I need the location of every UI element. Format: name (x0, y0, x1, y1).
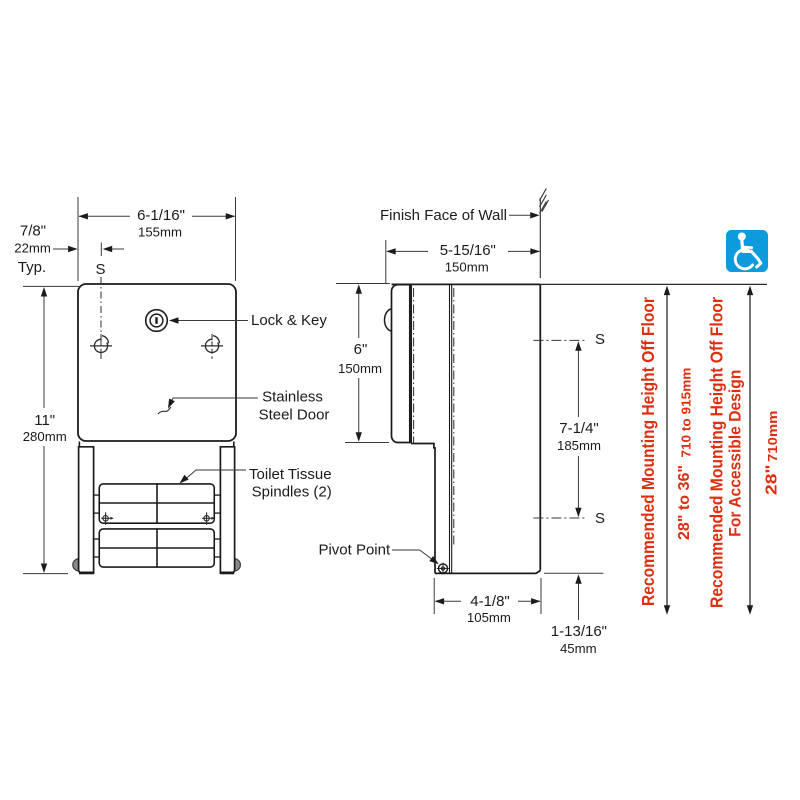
svg-text:28": 28" (764, 465, 781, 496)
svg-text:S: S (95, 261, 105, 278)
svg-text:Recommended Mounting Height Of: Recommended Mounting Height Off Floor (638, 297, 658, 606)
svg-text:Recommended Mounting Height Of: Recommended Mounting Height Off Floor (707, 297, 727, 608)
svg-text:4-1/8": 4-1/8" (470, 593, 510, 610)
svg-text:5-15/16": 5-15/16" (440, 242, 496, 259)
svg-text:For Accessible Design: For Accessible Design (725, 370, 744, 537)
svg-text:Typ.: Typ. (18, 259, 46, 276)
svg-text:Stainless: Stainless (262, 389, 323, 406)
svg-text:155mm: 155mm (138, 225, 182, 240)
svg-text:Pivot Point: Pivot Point (318, 542, 391, 559)
svg-text:Steel Door: Steel Door (259, 407, 330, 424)
svg-text:710 to 915mm: 710 to 915mm (679, 368, 693, 458)
svg-text:710mm: 710mm (766, 411, 780, 462)
svg-text:22mm: 22mm (14, 241, 51, 256)
svg-text:280mm: 280mm (23, 429, 67, 444)
svg-text:Spindles (2): Spindles (2) (252, 484, 332, 501)
svg-text:6-1/16": 6-1/16" (137, 207, 185, 224)
svg-text:105mm: 105mm (467, 610, 511, 625)
svg-text:150mm: 150mm (338, 361, 382, 376)
svg-text:11": 11" (34, 412, 55, 429)
svg-text:185mm: 185mm (557, 438, 601, 453)
svg-text:28" to 36": 28" to 36" (676, 465, 693, 540)
svg-text:45mm: 45mm (560, 641, 597, 656)
svg-text:Finish Face of Wall: Finish Face of Wall (380, 207, 507, 224)
svg-text:Toilet Tissue: Toilet Tissue (249, 466, 332, 483)
svg-text:S: S (595, 331, 605, 348)
svg-text:150mm: 150mm (445, 260, 489, 275)
svg-text:Lock & Key: Lock & Key (251, 312, 327, 329)
svg-text:1-13/16": 1-13/16" (551, 623, 607, 640)
svg-text:7/8": 7/8" (20, 223, 46, 240)
svg-text:S: S (595, 510, 605, 527)
svg-text:6": 6" (354, 341, 368, 358)
svg-text:7-1/4": 7-1/4" (559, 420, 599, 437)
